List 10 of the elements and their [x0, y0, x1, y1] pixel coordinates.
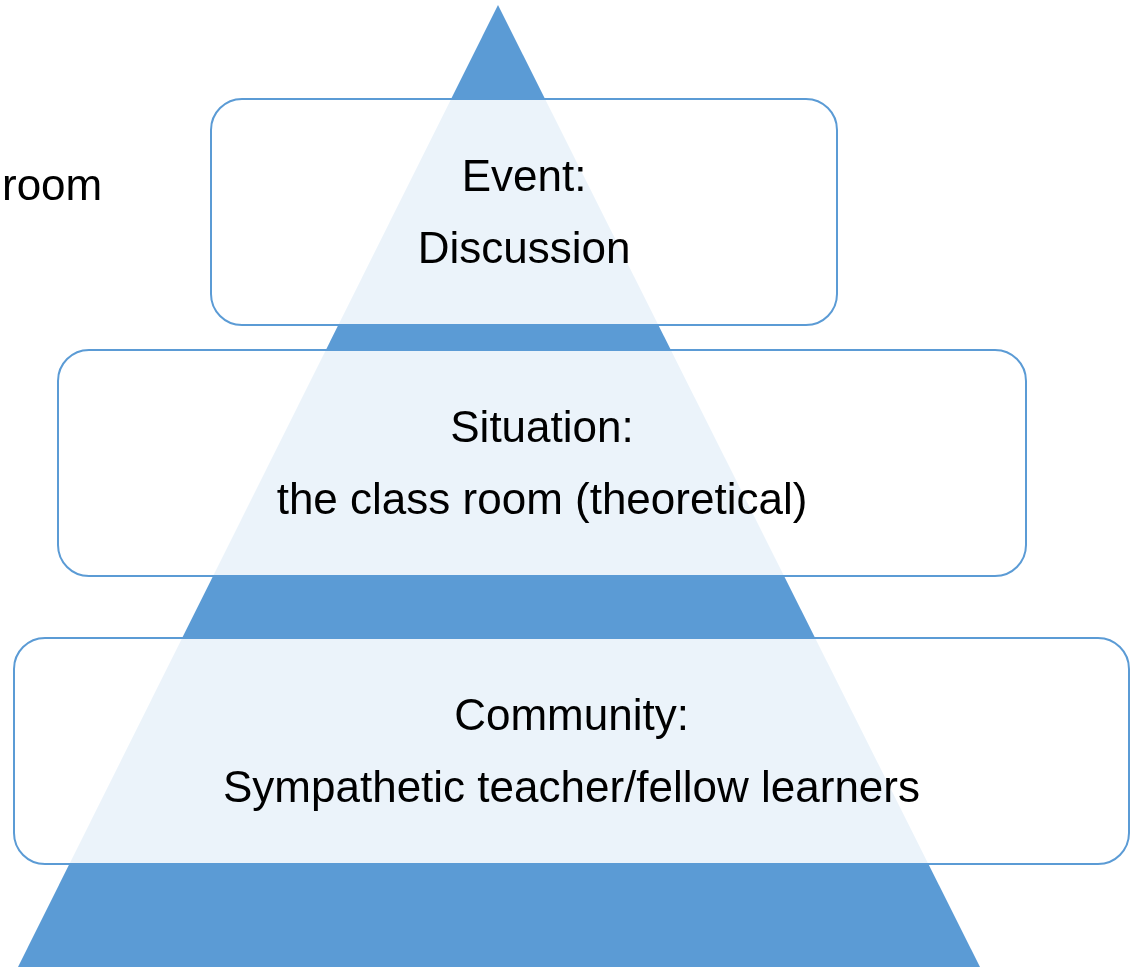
tier-text: Sympathetic teacher/fellow learners — [223, 763, 920, 812]
tier-heading: Situation: — [450, 402, 634, 451]
tier-box — [13, 637, 1130, 865]
tier-text: the class room (theoretical) — [276, 475, 808, 524]
tier-heading: Event: — [461, 151, 587, 200]
text-fragment: room — [2, 160, 103, 210]
tier-text: Discussion — [417, 224, 631, 273]
tier-box — [210, 98, 838, 326]
tier-box — [57, 349, 1027, 577]
tier-heading: Community: — [454, 690, 689, 739]
